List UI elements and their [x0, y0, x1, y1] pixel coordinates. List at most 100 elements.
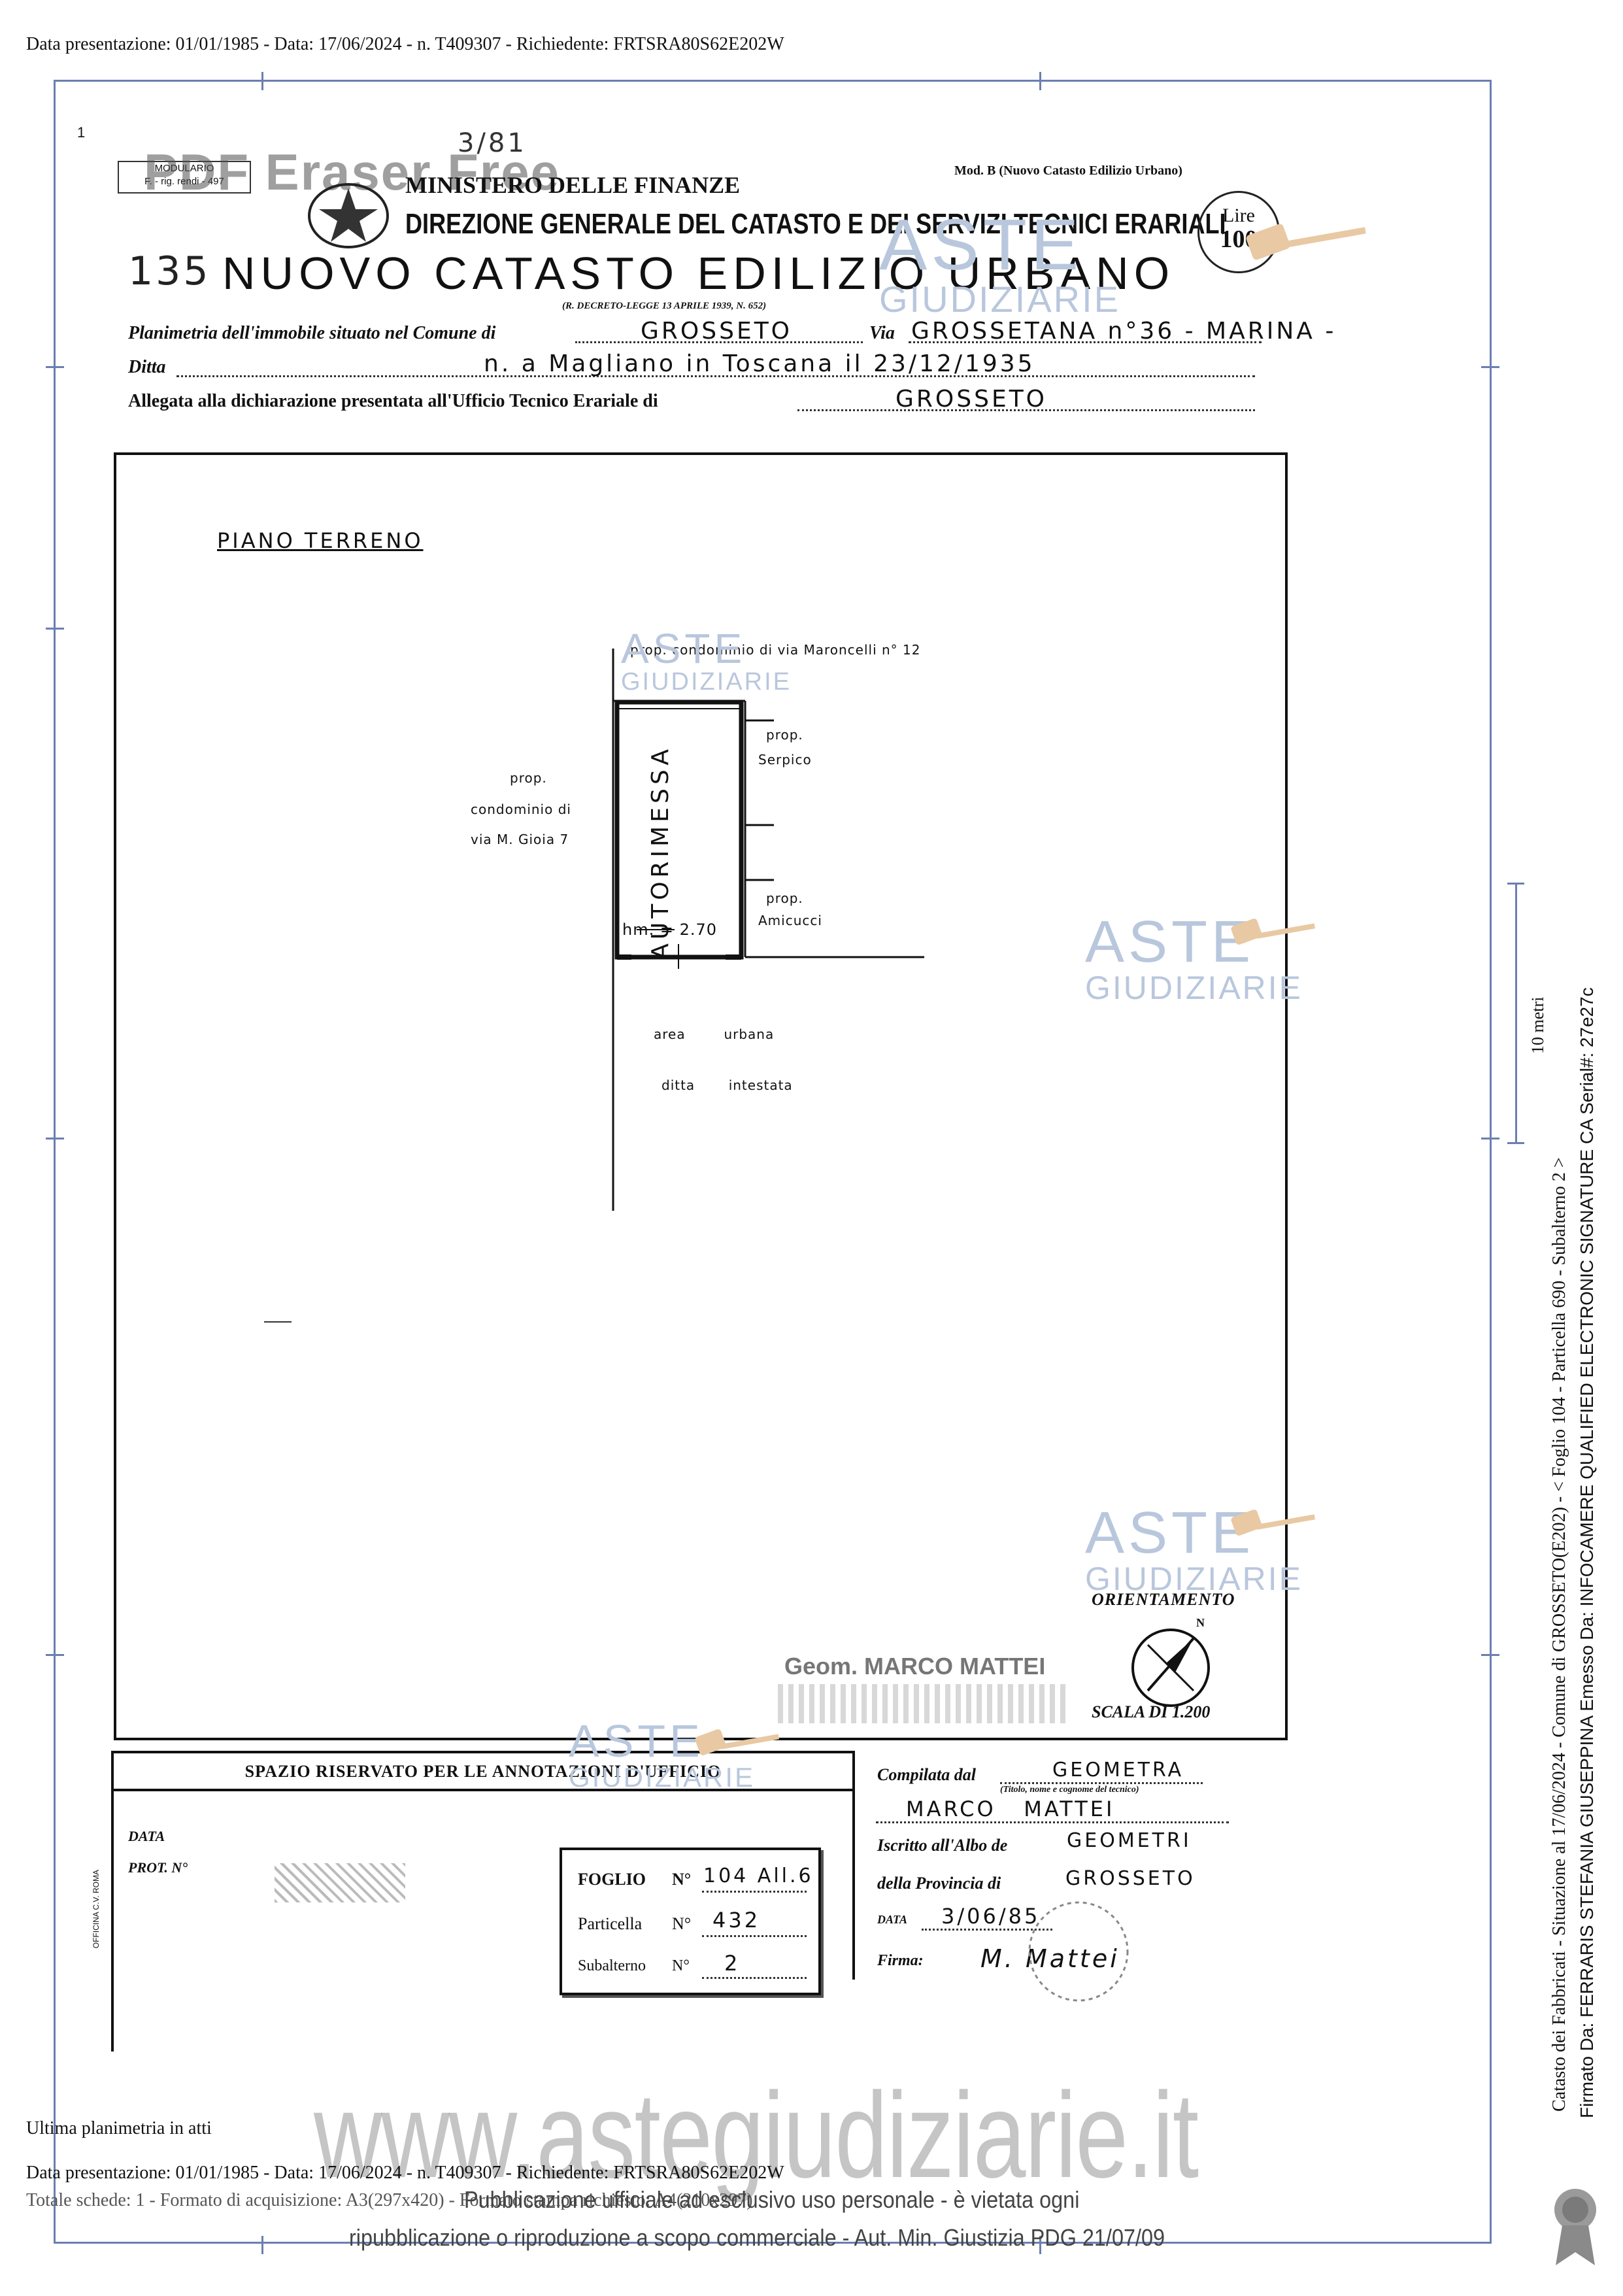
- modulario-label: MODULARIO: [154, 163, 214, 174]
- particella-label: Particella: [578, 1914, 643, 1933]
- line2-label: Ditta: [128, 357, 166, 377]
- north-label: N: [1196, 1616, 1205, 1629]
- aste-watermark-title: ASTE: [569, 1715, 704, 1766]
- iscritto-label: Iscritto all'Albo de: [877, 1836, 1008, 1855]
- aste-watermark-sub: GIUDIZIARIE: [621, 668, 792, 696]
- height-label: hm. = 2.70: [622, 920, 718, 939]
- dotted-line: [702, 1891, 807, 1893]
- line1-comune: GROSSETO: [641, 318, 793, 345]
- data-label-2: DATA: [877, 1913, 908, 1926]
- dotted-line: [922, 1929, 1052, 1931]
- round-stamp-icon: [1028, 1901, 1129, 2002]
- title: NUOVO CATASTO EDILIZIO URBANO: [222, 248, 1175, 299]
- frame-tick: [261, 2236, 263, 2254]
- frame-tick: [1481, 1138, 1499, 1140]
- prop-right-2: prop.: [766, 890, 803, 906]
- aste-watermark-sub: GIUDIZIARIE: [879, 279, 1121, 320]
- line1-label: Planimetria dell'immobile situato nel Co…: [128, 323, 496, 343]
- firma-label: Firma:: [877, 1952, 924, 1969]
- line1-via-label: Via: [869, 323, 895, 343]
- compilata-label: Compilata dal: [877, 1765, 976, 1784]
- spazio-label: SPAZIO RISERVATO PER LE ANNOTAZIONI D'UF…: [244, 1762, 722, 1781]
- aste-watermark-title: ASTE: [879, 205, 1083, 285]
- gavel-icon: [1246, 224, 1366, 260]
- subalterno-value: 2: [724, 1951, 741, 1976]
- site-watermark: www.astegiudiziarie.it: [314, 2068, 1199, 2203]
- aste-watermark-sub: GIUDIZIARIE: [1085, 1561, 1303, 1597]
- aste-watermark: ASTE GIUDIZIARIE: [569, 1718, 755, 1791]
- header-line: Data presentazione: 01/01/1985 - Data: 1…: [26, 34, 784, 54]
- frame-tick: [46, 366, 64, 368]
- seal-icon: [1554, 2189, 1596, 2265]
- foglio-label: FOGLIO: [578, 1870, 646, 1889]
- firma-value: M. Mattei: [980, 1944, 1120, 1973]
- compass-icon: [1131, 1629, 1210, 1707]
- scale-bar: [1515, 883, 1517, 1144]
- spazio-box: SPAZIO RISERVATO PER LE ANNOTAZIONI D'UF…: [111, 1751, 855, 1791]
- line3-value: GROSSETO: [895, 386, 1048, 413]
- stamp-smudge: [778, 1684, 1065, 1723]
- line3-label: Allegata alla dichiarazione presentata a…: [128, 391, 658, 411]
- frame-tick: [261, 72, 263, 90]
- dotted-line: [702, 1977, 807, 1979]
- prop-right-1b: Serpico: [758, 752, 812, 768]
- prop-top: prop. condominio di via Maroncelli n° 12: [630, 642, 921, 658]
- subalterno-no: N°: [672, 1957, 690, 1974]
- geom-stamp: Geom. MARCO MATTEI: [784, 1653, 1046, 1680]
- footer-line-2: Totale schede: 1 - Formato di acquisizio…: [26, 2190, 753, 2210]
- ultima-label: Ultima planimetria in atti: [26, 2118, 212, 2138]
- modulario-box: MODULARIO F. - rig. rendi - 497: [118, 161, 251, 194]
- direzione: DIREZIONE GENERALE DEL CATASTO E DEI SER…: [405, 208, 1226, 240]
- dotted-line: [1000, 1782, 1203, 1784]
- dotted-line: [702, 1935, 807, 1937]
- aste-watermark: ASTE GIUDIZIARIE: [621, 628, 792, 694]
- prop-left-1: prop.: [510, 770, 547, 786]
- frame-tick: [1481, 366, 1499, 368]
- ministero: MINISTERO DELLE FINANZE: [405, 172, 741, 198]
- annotation-border-right: [852, 1790, 855, 1980]
- side-text-1: Catasto dei Fabbricati - Situazione al 1…: [1549, 1157, 1569, 2112]
- dotted-line: [876, 1821, 1229, 1823]
- foglio-box: FOGLIO N° 104 All.6 Particella N° 432 Su…: [560, 1848, 821, 1995]
- dotted-line: [575, 341, 863, 343]
- data-value: 3/06/85: [941, 1904, 1041, 1929]
- gavel-icon: [695, 1729, 780, 1755]
- modulario-sub: F. - rig. rendi - 497: [144, 176, 224, 187]
- line2-value: n. a Magliano in Toscana il 23/12/1935: [484, 350, 1035, 377]
- aste-watermark: ASTE GIUDIZIARIE: [1085, 1504, 1303, 1595]
- frame-tick: [1039, 72, 1041, 90]
- notice-2: ripubblicazione o riproduzione a scopo c…: [349, 2224, 1165, 2251]
- aste-watermark-title: ASTE: [621, 625, 746, 672]
- floor-plan-drawing: [264, 649, 924, 1323]
- officina-label: OFFICINA C.V. ROMA: [92, 1870, 101, 1949]
- frame-tick: [46, 628, 64, 630]
- scala: SCALA DI 1.200: [1092, 1702, 1211, 1721]
- prop-right-1: prop.: [766, 727, 803, 743]
- page-mark: 1: [77, 124, 86, 141]
- handwritten-number: 135: [128, 248, 211, 294]
- foglio-value: 104 All.6: [703, 1865, 814, 1887]
- aste-watermark-title: ASTE: [1085, 1500, 1255, 1566]
- emblem-icon: [308, 183, 389, 248]
- prot-label: PROT. N°: [128, 1859, 188, 1876]
- aste-watermark: ASTE GIUDIZIARIE: [1085, 913, 1303, 1004]
- gavel-icon: [1231, 919, 1316, 945]
- subalterno-label: Subalterno: [578, 1957, 646, 1974]
- annotation-border-left: [111, 1790, 114, 2051]
- particella-value: 432: [712, 1908, 761, 1933]
- notice-1: Pubblicazione ufficiale ad esclusivo uso…: [464, 2186, 1080, 2213]
- side-text-2: Firmato Da: FERRARIS STEFANIA GIUSEPPINA…: [1577, 987, 1597, 2118]
- mod-b: Mod. B (Nuovo Catasto Edilizio Urbano): [954, 163, 1182, 178]
- provincia-value: GROSSETO: [1065, 1867, 1196, 1890]
- titolo-note: (Titolo, nome e cognome del tecnico): [1000, 1785, 1139, 1795]
- prop-left-2: condominio di: [471, 802, 571, 817]
- frame-tick: [1039, 2236, 1041, 2254]
- dotted-line: [909, 341, 1262, 343]
- dotted-line: [797, 409, 1255, 411]
- particella-no: N°: [672, 1914, 692, 1933]
- side-scale: 10 metri: [1528, 996, 1547, 1054]
- aste-watermark-sub: GIUDIZIARIE: [569, 1762, 756, 1793]
- pdf-eraser-watermark: PDF Eraser Free: [144, 143, 560, 201]
- area-2: ditta intestata: [661, 1077, 793, 1093]
- gavel-icon: [1231, 1510, 1316, 1536]
